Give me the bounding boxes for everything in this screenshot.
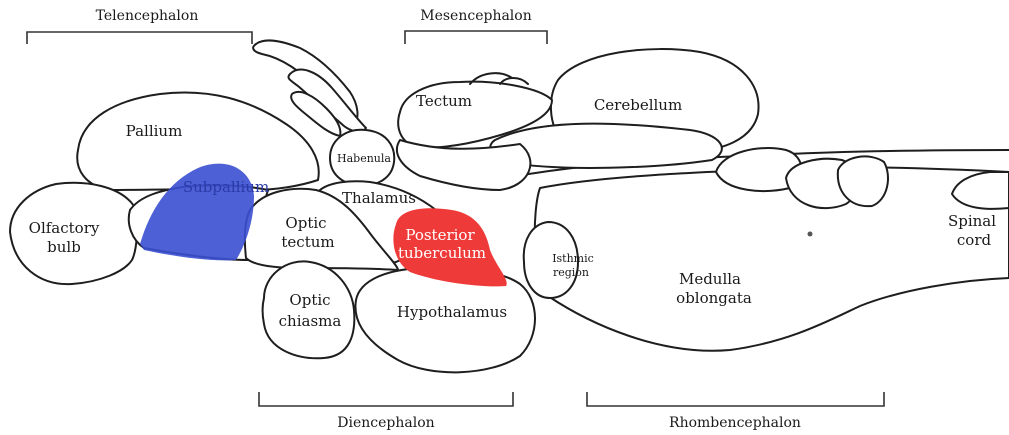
spinal-cord-label-line1: Spinal xyxy=(948,212,996,230)
thalamus-label: Thalamus xyxy=(342,189,416,207)
mesencephalon-bracket: Mesencephalon xyxy=(405,8,547,44)
medulla-oblongata-label-line2: oblongata xyxy=(676,289,752,307)
pallium-label: Pallium xyxy=(126,122,183,140)
olfactory-bulb-label-line1: Olfactory xyxy=(29,219,100,237)
isthmic-region-label-line2: region xyxy=(553,266,589,279)
posterior-tuberculum-label-line2: tuberculum xyxy=(398,244,486,262)
isthmic-region-label-line1: Isthmic xyxy=(552,252,594,265)
hypothalamus-label: Hypothalamus xyxy=(397,303,507,321)
rhombencephalon-label: Rhombencephalon xyxy=(669,415,801,431)
habenula-label: Habenula xyxy=(337,152,391,165)
diencephalon-bracket: Diencephalon xyxy=(259,392,513,431)
central-canal-dot xyxy=(808,232,813,237)
optic-tectum-label-line2: tectum xyxy=(281,233,334,251)
subpallium-label: Subpallium xyxy=(183,178,269,196)
rhombencephalon-bracket: Rhombencephalon xyxy=(587,392,884,431)
diencephalon-label: Diencephalon xyxy=(337,415,434,431)
posterior-tuberculum-label-line1: Posterior xyxy=(405,226,475,244)
optic-chiasma-label-line1: Optic xyxy=(289,291,330,309)
cerebellum-label: Cerebellum xyxy=(594,96,682,114)
optic-chiasma-shape xyxy=(263,261,355,358)
spinal-cord-label-line2: cord xyxy=(957,231,992,249)
mesencephalon-label: Mesencephalon xyxy=(420,8,531,24)
midbrain-tegmentum-shape xyxy=(397,140,530,190)
optic-chiasma-label-line2: chiasma xyxy=(279,312,342,330)
olfactory-bulb-label-line2: bulb xyxy=(47,238,81,256)
optic-tectum-label-line1: Optic xyxy=(285,214,326,232)
medulla-oblongata-shape xyxy=(535,167,1009,351)
tectum-label: Tectum xyxy=(416,92,472,110)
medulla-oblongata-label-line1: Medulla xyxy=(679,270,741,288)
telencephalon-label: Telencephalon xyxy=(96,8,199,24)
telencephalon-bracket: Telencephalon xyxy=(27,8,252,44)
